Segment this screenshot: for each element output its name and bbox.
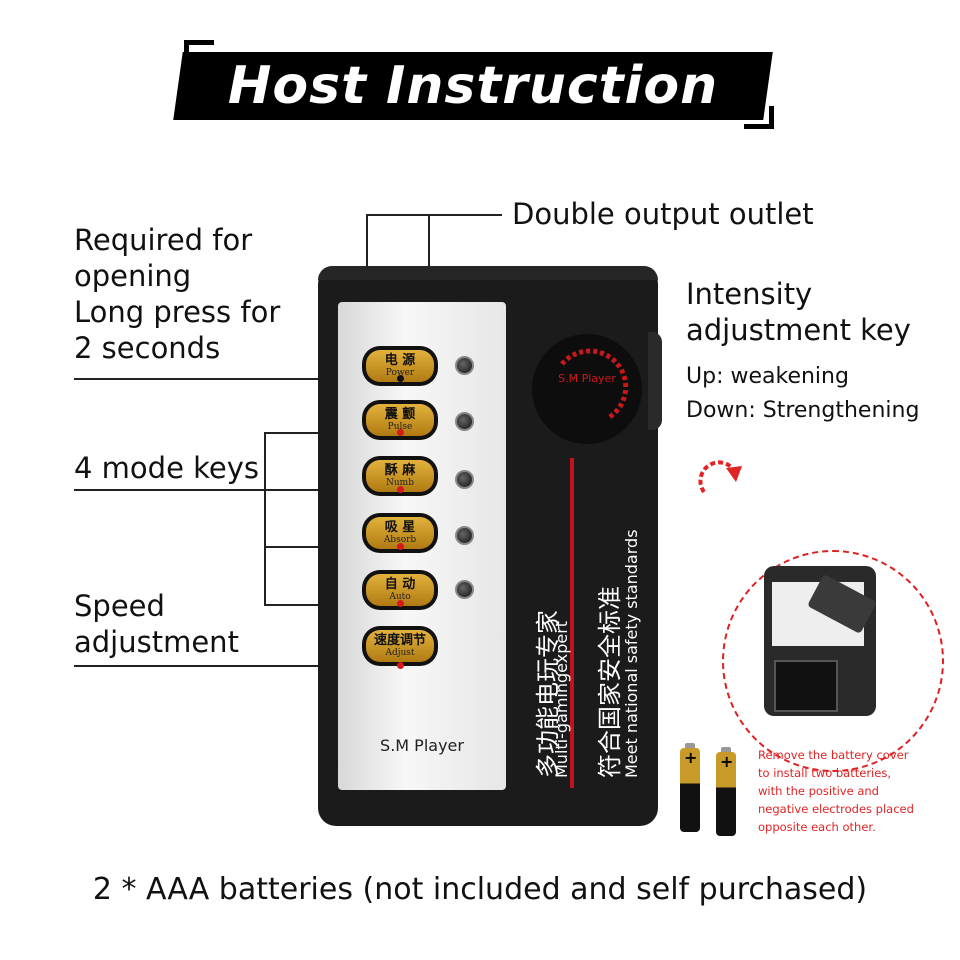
adjust-key-en: Adjust xyxy=(385,648,415,658)
adjust-key-marker xyxy=(397,662,404,669)
led-pulse xyxy=(455,412,474,431)
battery-plus-1: + xyxy=(684,748,698,767)
label-double-output: Double output outlet xyxy=(512,197,814,231)
callout-line-adjust xyxy=(74,665,400,667)
auto-key-cn: 自 动 xyxy=(384,577,416,592)
numb-key-marker xyxy=(397,486,404,493)
led-absorb xyxy=(455,526,474,545)
battery-note-line: Remove the battery cover xyxy=(758,748,909,762)
battery-instruction: Remove the battery cover to install two … xyxy=(758,746,948,836)
label-up: Up: weakening xyxy=(686,364,849,389)
absorb-key-cn: 吸 星 xyxy=(384,520,416,535)
battery-icon xyxy=(716,752,736,836)
pulse-key-marker xyxy=(397,429,404,436)
label-down: Down: Strengthening xyxy=(686,398,920,423)
label-mode-keys: 4 mode keys xyxy=(74,451,260,485)
title-corner-bottom-right xyxy=(744,124,774,129)
absorb-key-en: Absorb xyxy=(383,535,417,545)
label-required-2: opening xyxy=(74,259,192,293)
label-intensity-1: Intensity xyxy=(686,277,813,311)
callout-line-outlet-left xyxy=(366,214,368,266)
led-auto xyxy=(455,580,474,599)
auto-key-marker xyxy=(397,600,404,607)
battery-plus-2: + xyxy=(720,752,734,771)
label-required-1: Required for xyxy=(74,223,253,257)
title-corner-top-left-v xyxy=(184,40,189,62)
intensity-scale-icon xyxy=(560,348,629,421)
power-key-en: Power xyxy=(385,368,415,378)
numb-key-en: Numb xyxy=(386,478,414,488)
battery-cap xyxy=(685,743,695,748)
label-required-4: 2 seconds xyxy=(74,331,221,365)
label-required-3: Long press for xyxy=(74,295,281,329)
power-key-cn: 电 源 xyxy=(384,353,416,368)
numb-key-cn: 酥 麻 xyxy=(384,463,416,478)
footer-note: 2 * AAA batteries (not included and self… xyxy=(92,872,868,907)
callout-line-outlet-right xyxy=(428,214,430,266)
label-speed-1: Speed xyxy=(74,589,165,623)
title-corner-bottom-right-v xyxy=(769,106,774,129)
battery-note-line: with the positive and xyxy=(758,784,879,798)
title-corner-top-left xyxy=(184,40,214,45)
vertical-text-2-en: Meet national safety standards xyxy=(622,529,641,778)
battery-note-line: to install two batteries, xyxy=(758,766,891,780)
led-power xyxy=(455,356,474,375)
vertical-text-1-en: Multi-gamingexpert xyxy=(552,620,571,778)
label-intensity-2: adjustment key xyxy=(686,313,911,347)
knob-label: S.M Player xyxy=(558,372,616,385)
battery-note-line: opposite each other. xyxy=(758,820,876,834)
page-title: Host Instruction xyxy=(227,56,719,116)
callout-line-power xyxy=(74,378,400,380)
battery-note-line: negative electrodes placed xyxy=(758,802,914,816)
pulse-key-cn: 震 颤 xyxy=(384,407,416,422)
adjust-key-cn: 速度调节 xyxy=(373,633,426,648)
absorb-key-marker xyxy=(397,543,404,550)
callout-bracket-modes xyxy=(264,432,266,606)
intensity-wheel-edge[interactable] xyxy=(648,332,662,430)
vertical-text-2-cn: 符合国家安全标准 xyxy=(596,586,624,778)
rotate-clockwise-icon xyxy=(698,460,742,494)
battery-cap xyxy=(721,747,731,752)
battery-icon xyxy=(680,748,700,832)
callout-line-outlet xyxy=(366,214,502,216)
power-key-marker xyxy=(397,375,404,382)
battery-slot xyxy=(774,660,838,712)
auto-key-en: Auto xyxy=(389,592,411,602)
callout-line-numb xyxy=(74,489,400,491)
label-speed-2: adjustment xyxy=(74,625,239,659)
panel-brand: S.M Player xyxy=(380,736,464,755)
red-stripe xyxy=(570,458,574,788)
pulse-key-en: Pulse xyxy=(387,422,413,432)
led-numb xyxy=(455,470,474,489)
device-top-edge xyxy=(318,266,658,280)
